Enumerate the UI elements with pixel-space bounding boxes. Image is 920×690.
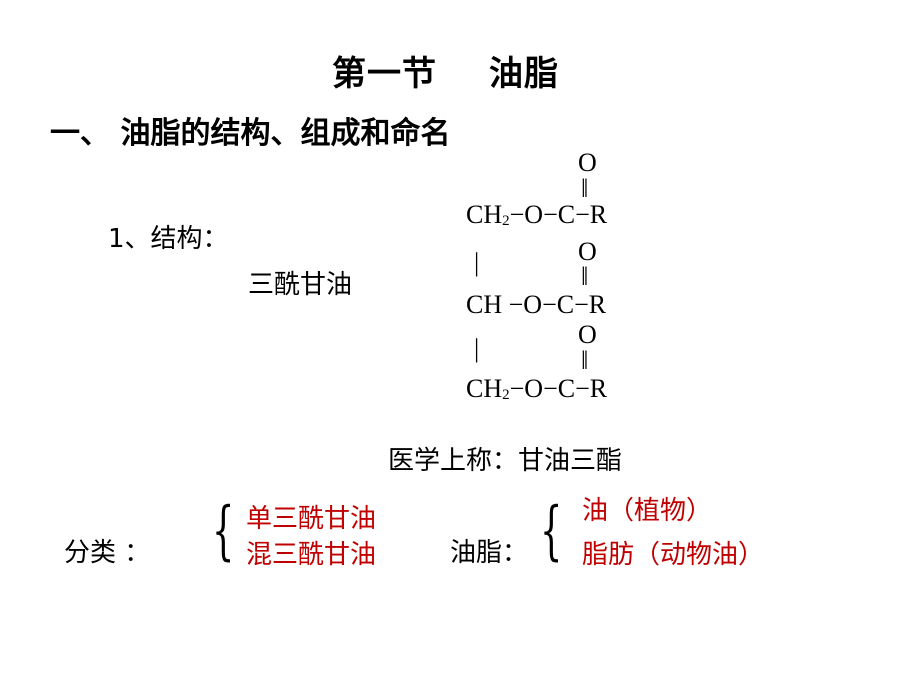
title-part1: 第一节 xyxy=(332,54,437,94)
structure-label: 1、结构： xyxy=(108,224,229,254)
slide-title: 第一节 油脂 xyxy=(332,46,559,95)
formula-row-1: CH2−O−C−R xyxy=(466,200,607,230)
double-bond-2: ‖ xyxy=(581,262,589,291)
vertical-bond-2: | xyxy=(474,334,480,363)
section-heading: 一、 油脂的结构、组成和命名 xyxy=(50,116,451,151)
row1-sub: 2 xyxy=(502,213,510,229)
row3-ch: CH xyxy=(466,374,503,403)
row3-tail: −O−C−R xyxy=(509,374,608,403)
classification-item-1: 单三酰甘油 xyxy=(246,504,377,534)
classification-brace: { xyxy=(212,494,235,568)
fats-item-1: 油（植物） xyxy=(582,496,713,526)
carbonyl-o-2: O xyxy=(578,237,597,266)
classification-item-2: 混三酰甘油 xyxy=(246,540,377,570)
vertical-bond-1: | xyxy=(474,248,480,277)
title-part2: 油脂 xyxy=(489,54,559,94)
medical-name: 医学上称：甘油三酯 xyxy=(388,446,623,476)
carbonyl-o-3: O xyxy=(578,320,597,349)
row1-tail: −O−C−R xyxy=(509,200,608,229)
formula-row-3: CH2−O−C−R xyxy=(466,374,607,404)
row3-sub: 2 xyxy=(502,387,510,403)
fats-item-2: 脂肪（动物油） xyxy=(582,540,765,570)
formula-row-2: CH −O−C−R xyxy=(466,290,606,320)
double-bond-3: ‖ xyxy=(581,346,589,375)
row2-tail: −O−C−R xyxy=(508,290,607,319)
double-bond-1: ‖ xyxy=(581,174,589,203)
row1-ch: CH xyxy=(466,200,503,229)
structure-name: 三酰甘油 xyxy=(248,270,353,300)
row2-ch: CH xyxy=(466,290,509,319)
fats-brace: { xyxy=(540,494,563,568)
carbonyl-o-1: O xyxy=(578,148,597,177)
classification-label: 分类 ： xyxy=(64,538,151,568)
fats-label: 油脂： xyxy=(450,538,529,568)
